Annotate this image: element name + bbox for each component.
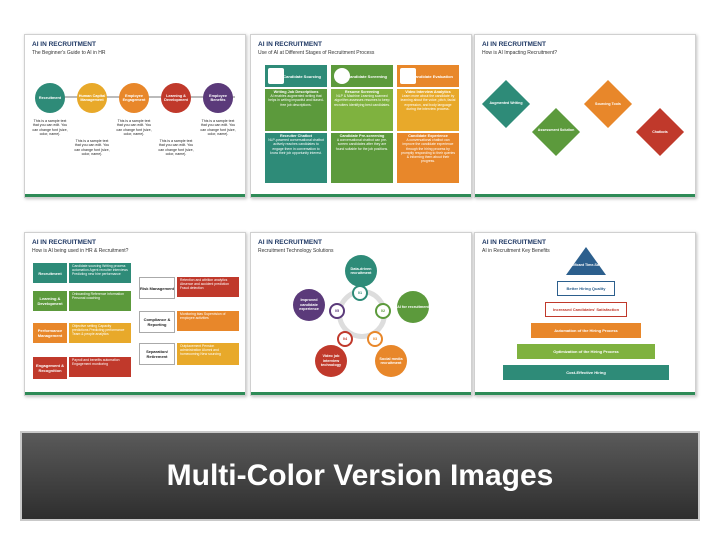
pyramid-top [566,247,606,275]
banner-title: Multi-Color Version Images [166,459,554,492]
diamond-label: Sourcing Tools [595,102,621,106]
column-header: Candidate Sourcing [265,65,327,87]
slide-subtitle: Recruitment Technology Solutions [258,248,334,254]
pyramid-level: Better Hiring Quality [557,281,615,296]
slide-subtitle: AI in Recruitment Key Benefits [482,248,550,254]
node-number: 05 [329,303,345,319]
version-banner: Multi-Color Version Images [20,431,700,521]
node-number: 01 [352,285,368,301]
slide-thumbnail-2[interactable]: AI IN RECRUITMENT Use of AI at Different… [250,34,472,198]
stage-circle: Employee Benefits [203,83,233,113]
sample-text: This is a sample text that you can edit.… [116,119,152,137]
search-icon [334,68,350,84]
node-number: 03 [367,331,383,347]
user-icon [268,68,284,84]
category-text: Payroll and benefits automation Engageme… [69,357,131,377]
category-label: Compliance & Reporting [139,311,175,333]
slide-subtitle: Use of AI at Different Stages of Recruit… [258,50,375,56]
column-header: Candidate Evaluation [397,65,459,87]
sample-text: This is a sample text that you can edit.… [200,119,236,137]
column-box: Recruiter Chatbot NLP-powered conversati… [265,133,327,183]
slide-subtitle: The Beginner's Guide to AI in HR [32,50,106,56]
pyramid-level: Cost-Effective Hiring [503,365,669,380]
diamond-label: Assessment Solution [537,128,575,132]
solution-node: Social media recruitment [375,345,407,377]
category-label: Recruitment [33,263,67,283]
pyramid-level: Optimization of the Hiring Process [517,344,655,359]
pyramid-level: Increased Candidates' Satisfaction [545,302,627,317]
slide-thumbnail-3[interactable]: AI IN RECRUITMENT How is AI Impacting Re… [474,34,696,198]
diamond-label: Augmented Writing [489,101,523,105]
solution-node: Data-driven recruitment [345,255,377,287]
node-number: 04 [337,331,353,347]
solution-node: Video job interview technology [315,345,347,377]
slide-thumbnail-1[interactable]: AI IN RECRUITMENT The Beginner's Guide t… [24,34,246,198]
column-box: Candidate Pre-screening A conversational… [331,133,393,183]
slide-subtitle: How is AI being used in HR & Recruitment… [32,248,129,254]
category-label: Separation/ Retirement [139,343,175,365]
column-box: Video Interview Analytics Learn more abo… [397,89,459,131]
category-text: Onboarding Reference information Persona… [69,291,131,311]
sample-text: This is a sample text that you can edit.… [74,139,110,157]
column-box: Writing Job Descriptions AI enables augm… [265,89,327,131]
category-label: Engagement & Recognition [33,357,67,379]
slide-title: AI IN RECRUITMENT [32,41,96,48]
pyramid-level-label: Significant Time-Saving [565,263,607,267]
solution-node: AI for recruitment [397,291,429,323]
chart-icon [400,68,416,84]
solution-node: Improved candidate experience [293,289,325,321]
pyramid-level: Automation of the Hiring Process [531,323,641,338]
category-label: Risk Management [139,277,175,299]
category-text: Outplacement Pension administration Alum… [177,343,239,365]
category-text: Candidate sourcing Writing process autom… [69,263,131,283]
category-text: Monitoring bias Supervision of employee … [177,311,239,331]
stage-circle: Learning & Development [161,83,191,113]
slide-subtitle: How is AI Impacting Recruitment? [482,50,558,56]
stage-circle: Human Capital Management [77,83,107,113]
slide-title: AI IN RECRUITMENT [482,41,546,48]
column-header: Candidate Screening [331,65,393,87]
category-label: Performance Management [33,323,67,343]
slide-title: AI IN RECRUITMENT [258,41,322,48]
category-text: Retention and attrition analytics Absenc… [177,277,239,297]
stage-circle: Recruitment [35,83,65,113]
node-number: 02 [375,303,391,319]
column-box: Candidate Experience A conversational ch… [397,133,459,183]
slide-thumbnail-5[interactable]: AI IN RECRUITMENT Recruitment Technology… [250,232,472,396]
sample-text: This is a sample text that you can edit.… [32,119,68,137]
slide-thumbnail-6[interactable]: AI IN RECRUITMENT AI in Recruitment Key … [474,232,696,396]
slide-title: AI IN RECRUITMENT [258,239,322,246]
slide-title: AI IN RECRUITMENT [32,239,96,246]
category-text: Objective setting Capacity predictions P… [69,323,131,343]
slide-title: AI IN RECRUITMENT [482,239,546,246]
column-box: Resume Screening NLP & Machine Learning … [331,89,393,131]
slide-thumbnail-4[interactable]: AI IN RECRUITMENT How is AI being used i… [24,232,246,396]
stage-circle: Employee Engagement [119,83,149,113]
category-label: Learning & Development [33,291,67,311]
diamond-label: Chatbots [652,130,668,134]
sample-text: This is a sample text that you can edit.… [158,139,194,157]
